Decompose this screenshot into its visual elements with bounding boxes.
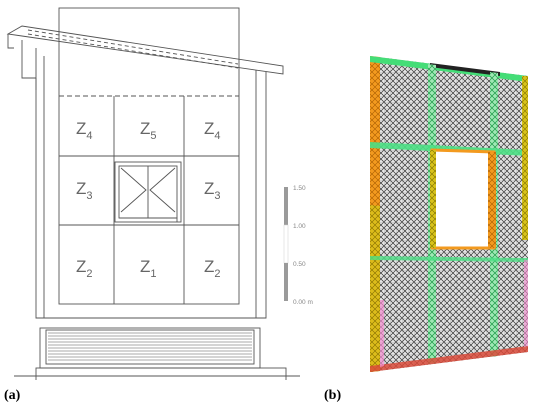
scale-segment-mid	[283, 224, 289, 264]
zone-label-z2-right: Z2	[204, 257, 221, 280]
panel-label-b: (b)	[324, 388, 342, 403]
scale-tick-150: 1.50	[293, 185, 306, 192]
zone-label-z4-left: Z4	[76, 119, 93, 142]
facade-drawing	[6, 7, 300, 380]
zone-label-z5: Z5	[140, 119, 157, 142]
scale-tick-100: 1.00	[293, 223, 306, 230]
building-outline	[35, 48, 267, 319]
ground-slab	[35, 367, 287, 377]
mesh-bottom-edge	[370, 346, 528, 372]
scale-tick-000: 0.00 m	[293, 299, 313, 306]
vent-grille	[45, 329, 255, 365]
zone-grid-horizontal	[59, 155, 239, 226]
zone-label-z1: Z1	[140, 257, 157, 280]
zone-label-z3-right: Z3	[204, 179, 221, 202]
zone-grid-vertical	[113, 96, 185, 304]
scale-segment-bottom	[284, 263, 288, 301]
mesh-green-band-lower	[370, 256, 528, 262]
mesh-pink-strip	[380, 300, 384, 367]
panel-label-a: (a)	[4, 388, 21, 403]
mesh-top-dark	[430, 63, 500, 76]
roof-dashed-line	[27, 29, 239, 65]
eave-detail	[21, 40, 36, 79]
vent-slats	[48, 332, 252, 361]
mesh-window-jamb-right	[488, 152, 496, 248]
mesh-window-opening	[430, 148, 496, 250]
mesh-model	[370, 56, 528, 372]
roof-slab	[6, 25, 284, 75]
mesh-window-jamb-left	[430, 150, 436, 248]
scale-bar: 1.50 1.00 0.50 0.00 m	[283, 185, 313, 306]
mesh-left-edge-yellow	[370, 205, 380, 372]
zone-labels: Z4 Z5 Z4 Z3 Z3 Z2 Z1 Z2	[76, 119, 221, 280]
roof-edge	[7, 34, 14, 49]
scale-segment-top	[284, 187, 288, 225]
window	[114, 161, 182, 223]
scale-tick-050: 0.50	[293, 261, 306, 268]
zone-label-z2-left: Z2	[76, 257, 93, 280]
zone-label-z3-left: Z3	[76, 179, 93, 202]
zone-label-z4-right: Z4	[204, 119, 221, 142]
mesh-right-edge-yellow	[522, 76, 528, 240]
